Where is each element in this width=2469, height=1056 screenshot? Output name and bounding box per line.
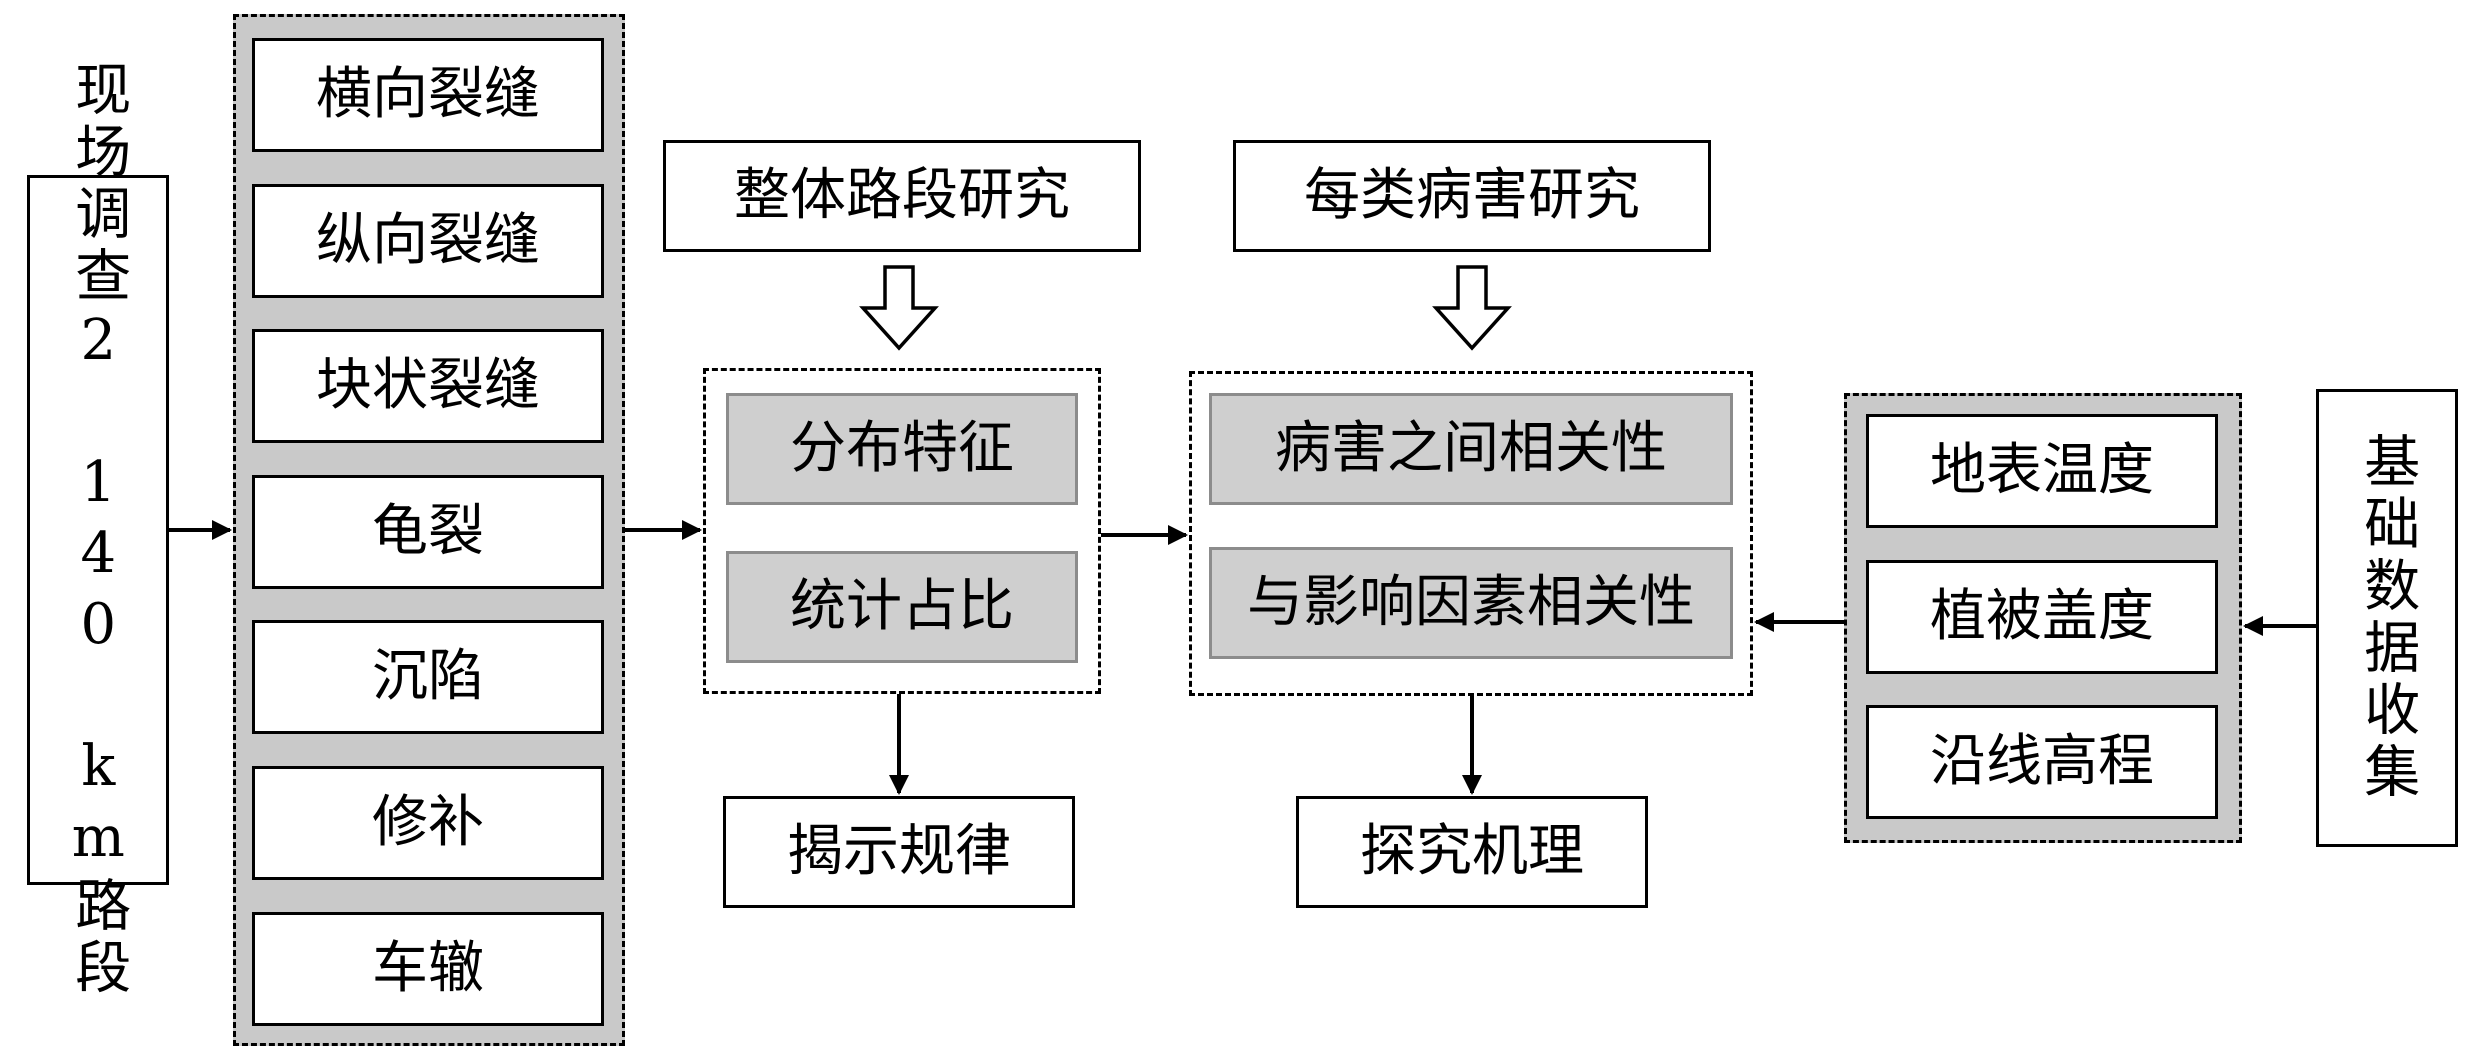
distress-item: 龟裂: [252, 475, 604, 589]
inter-distress-correlation: 病害之间相关性: [1209, 393, 1733, 505]
base-data-label: 基础数据收集: [2354, 432, 2420, 804]
per-type-study-heading: 每类病害研究: [1233, 140, 1711, 252]
distribution-feature: 分布特征: [726, 393, 1078, 505]
factor-item: 地表温度: [1866, 414, 2218, 528]
hollow-arrow-pertype: [1432, 265, 1512, 351]
distress-item: 沉陷: [252, 620, 604, 734]
distress-item: 修补: [252, 766, 604, 880]
factor-correlation: 与影响因素相关性: [1209, 547, 1733, 659]
distress-item: 块状裂缝: [252, 329, 604, 443]
explore-mechanism: 探究机理: [1296, 796, 1648, 908]
field-survey-label: 现场调查2 140 km路段: [65, 60, 131, 1000]
reveal-pattern: 揭示规律: [723, 796, 1075, 908]
base-data-box: 基础数据收集: [2316, 389, 2458, 847]
field-survey-box: 现场调查2 140 km路段: [27, 60, 169, 1000]
distress-item: 横向裂缝: [252, 38, 604, 152]
overall-study-heading: 整体路段研究: [663, 140, 1141, 252]
hollow-arrow-overall: [859, 265, 939, 351]
distress-item: 车辙: [252, 912, 604, 1026]
overall-study-group: [703, 368, 1101, 694]
factor-item: 沿线高程: [1866, 705, 2218, 819]
statistical-proportion: 统计占比: [726, 551, 1078, 663]
per-type-study-group: [1189, 371, 1753, 696]
factor-item: 植被盖度: [1866, 560, 2218, 674]
distress-item: 纵向裂缝: [252, 184, 604, 298]
